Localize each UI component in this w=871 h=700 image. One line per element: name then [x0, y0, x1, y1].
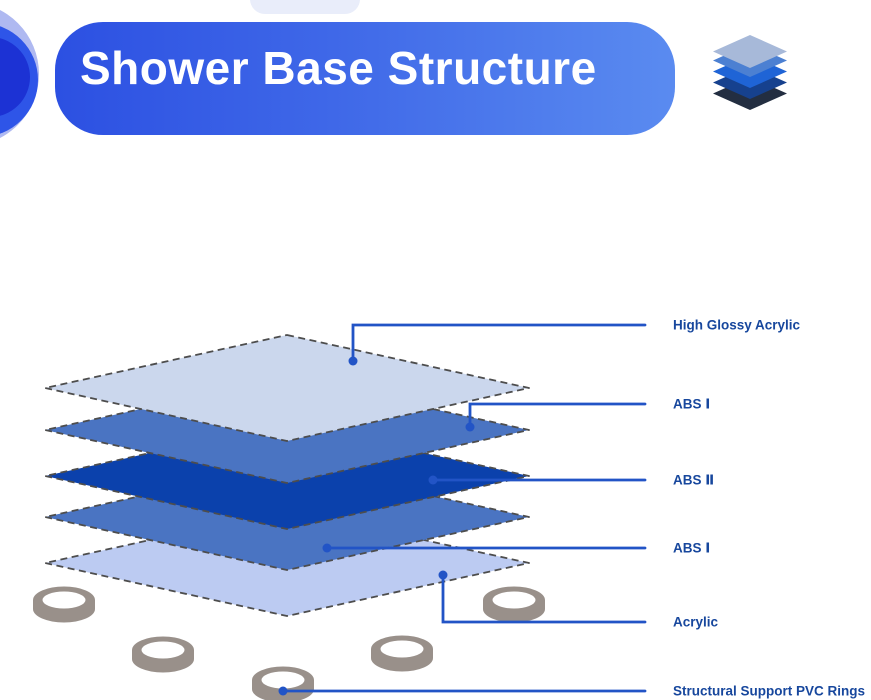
label-pvc-rings: Structural Support PVC Rings	[673, 684, 865, 699]
pvc-ring	[132, 636, 194, 673]
decor-blob	[250, 0, 360, 14]
layer-high-glossy-acrylic	[44, 334, 530, 442]
layers-icon	[713, 35, 787, 110]
leader-dot	[322, 543, 332, 553]
leader-dot	[438, 570, 448, 580]
label-abs-2: ABS Ⅱ	[673, 473, 714, 488]
pvc-ring	[371, 635, 433, 672]
leader-dot	[428, 475, 438, 485]
layers-icon-sheet-1	[713, 35, 787, 68]
label-acrylic: Acrylic	[673, 615, 719, 630]
label-abs-1-lower: ABS Ⅰ	[673, 541, 710, 556]
label-abs-1-upper: ABS Ⅰ	[673, 397, 710, 412]
pvc-ring	[483, 586, 545, 623]
pvc-ring	[33, 586, 95, 623]
title-banner	[55, 22, 675, 135]
page-title: Shower Base Structure	[80, 42, 597, 94]
label-high-glossy-acrylic: High Glossy Acrylic	[673, 318, 801, 333]
leader-dot	[348, 356, 358, 366]
leader-line-acrylic	[441, 573, 647, 624]
leader-line-high-glossy-acrylic	[351, 323, 647, 363]
leader-dot	[465, 422, 475, 432]
leader-dot	[278, 686, 288, 696]
leader-line-abs-1-upper	[468, 402, 647, 429]
